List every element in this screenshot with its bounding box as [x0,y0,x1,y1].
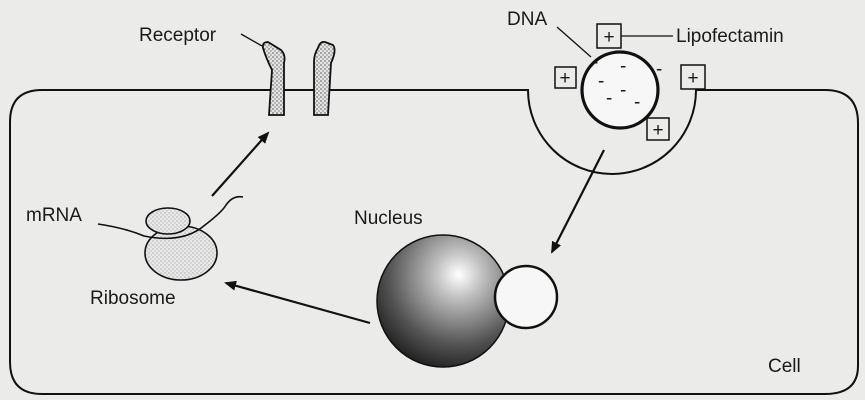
minus-sign-7: - [634,92,640,113]
receptor-label: Receptor [139,25,217,46]
nucleus-sphere [377,235,509,367]
plus-sign-2: + [559,68,570,89]
dna-leader-line [557,27,591,57]
minus-sign-5: - [620,80,626,101]
plus-sign-3: + [687,68,698,89]
ribosome-small-subunit [146,208,190,234]
plus-sign-4: + [652,120,663,141]
mrna-label: mRNA [26,205,82,226]
ribosome-label: Ribosome [90,288,176,309]
cell-label: Cell [768,356,801,377]
dna-label: DNA [507,9,547,30]
minus-sign-3: - [656,59,662,80]
nuclear-vesicle [495,266,557,328]
receptor-leader-line [241,34,262,46]
plus-sign-1: + [603,27,614,48]
ribosome-large-subunit [145,226,217,280]
nucleus-label: Nucleus [354,208,423,229]
minus-sign-1: - [592,52,598,73]
minus-sign-2: - [620,56,626,77]
lipofectamin-label: Lipofectamin [676,26,784,47]
minus-sign-4: - [598,71,604,92]
minus-sign-6: - [606,88,612,109]
